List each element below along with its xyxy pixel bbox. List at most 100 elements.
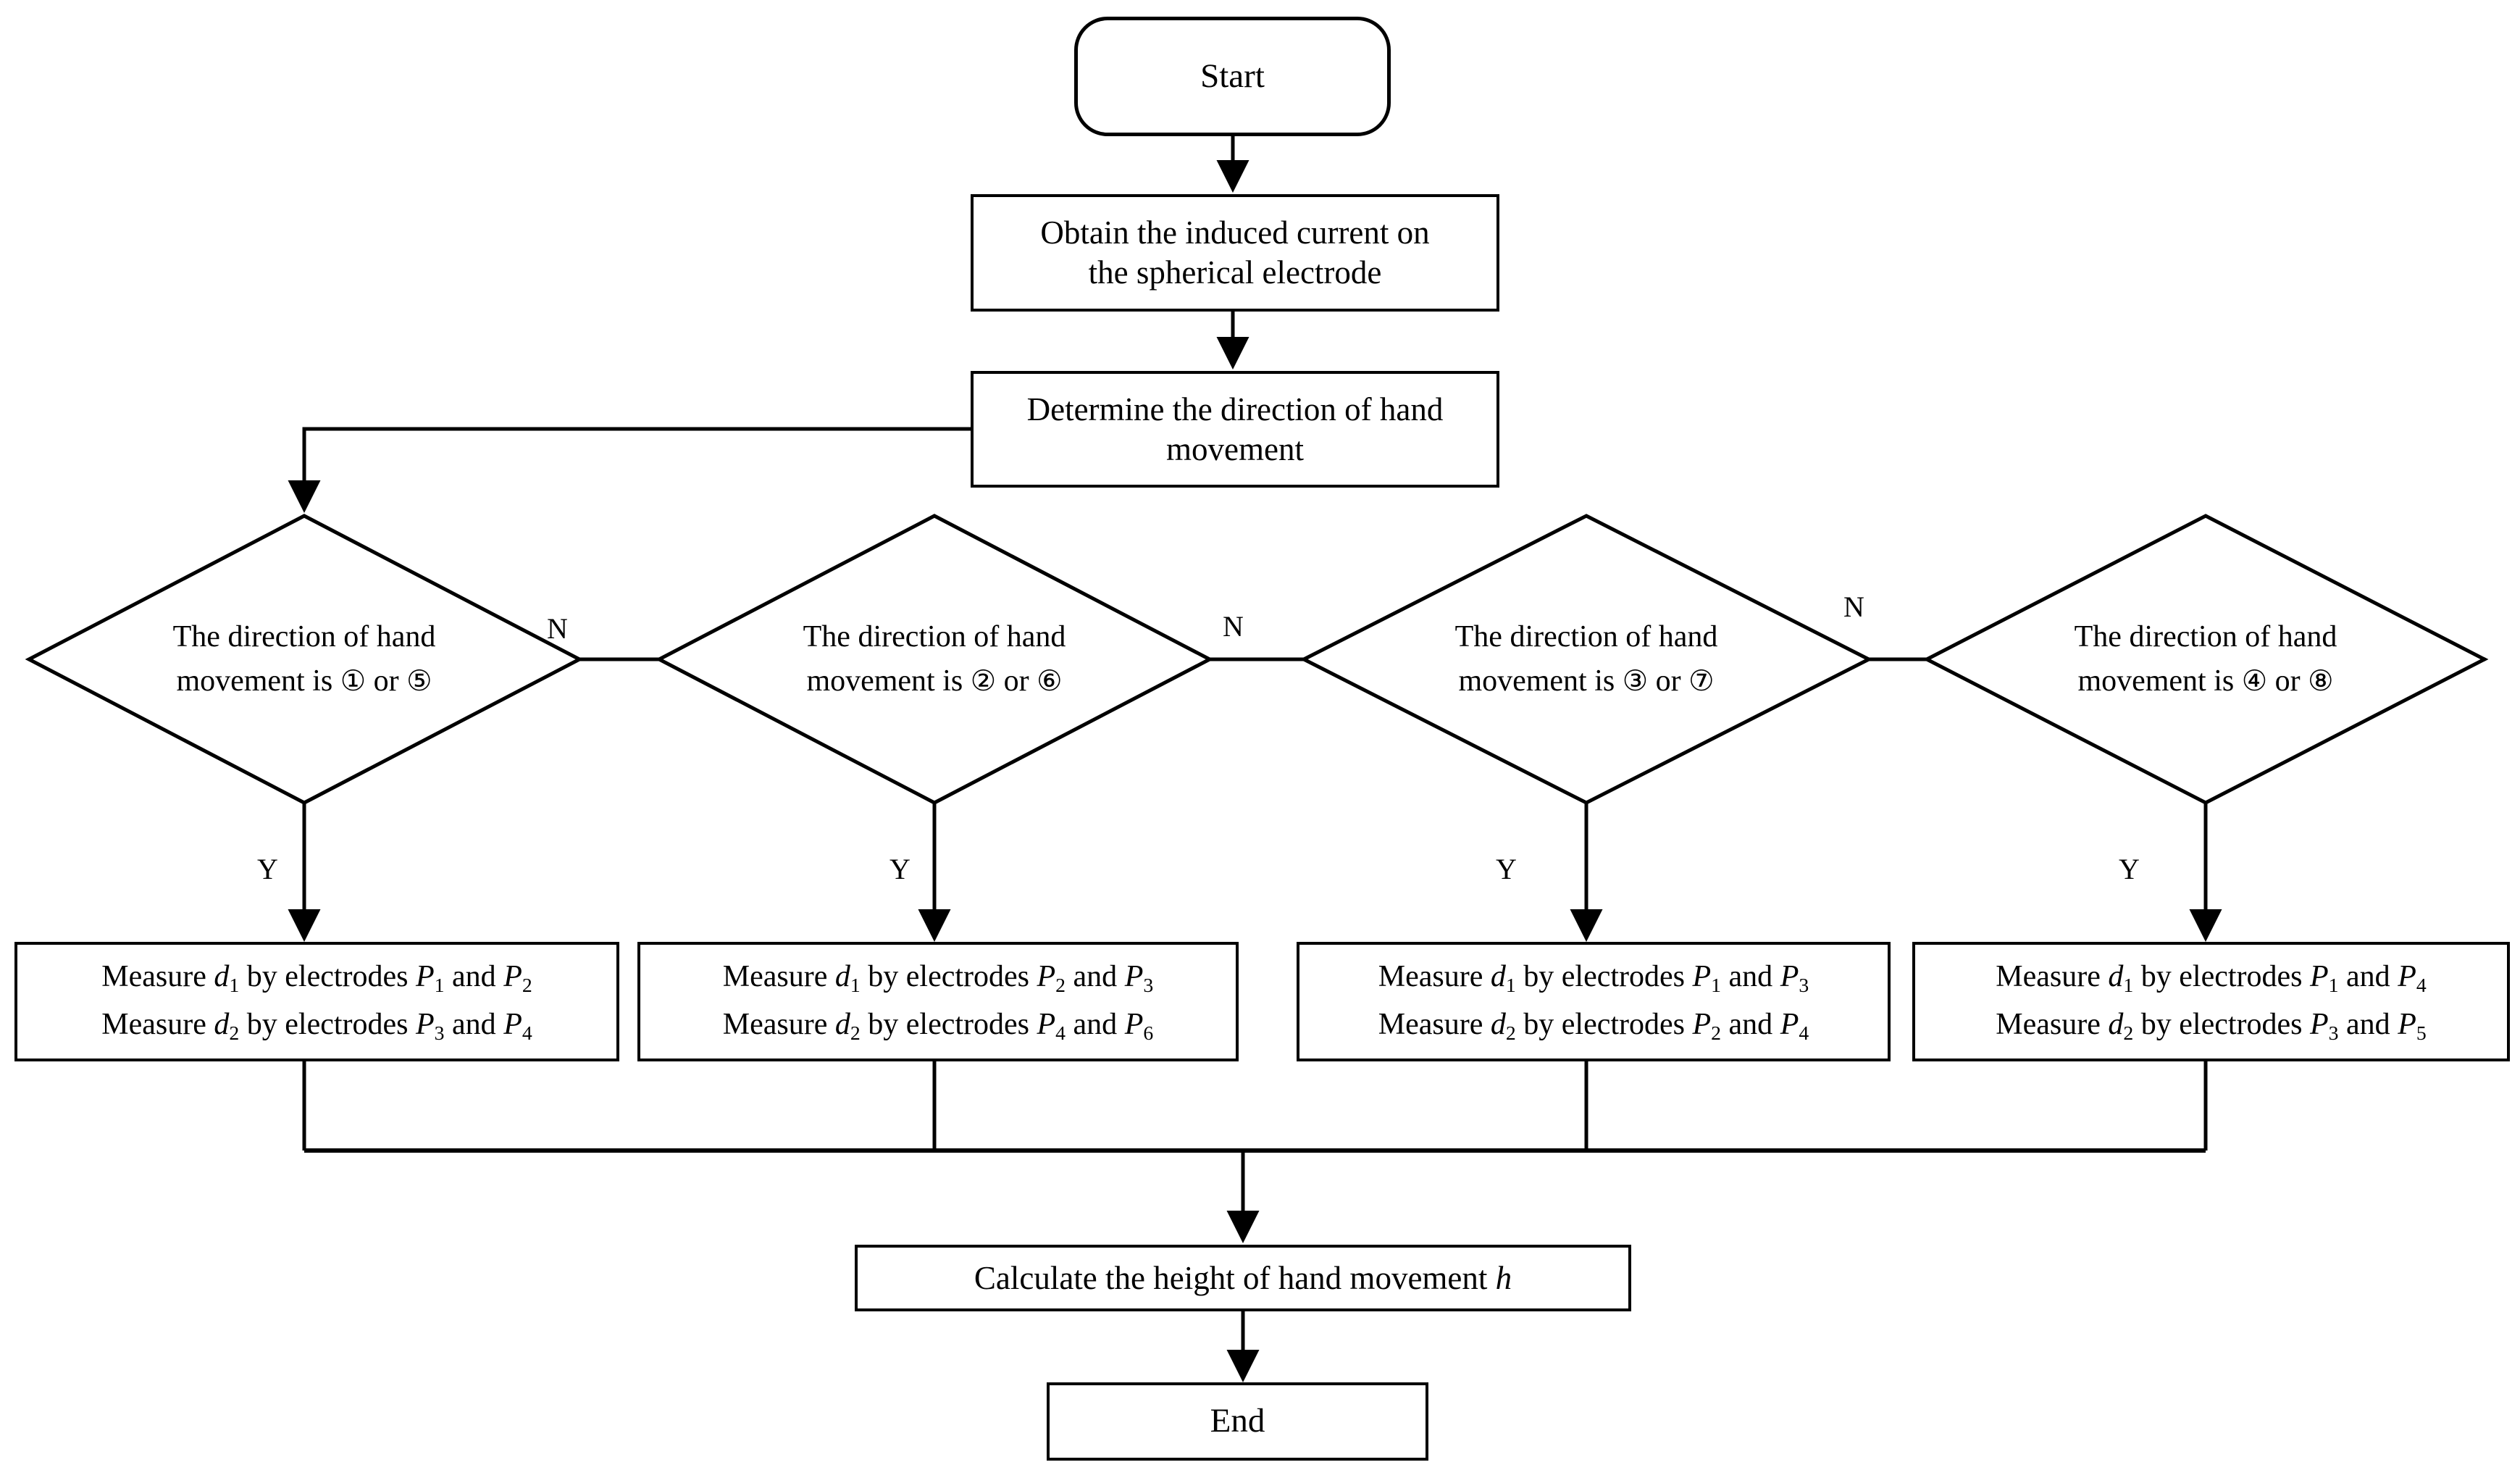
m3l2-e2-sub: 4 [1799, 1021, 1809, 1044]
obtain-current-line1: Obtain the induced current on [1040, 214, 1430, 251]
decision-shape-2 [655, 514, 1214, 805]
measure-box-2[interactable]: Measure d1 by electrodes P2 and P3 Measu… [637, 942, 1239, 1061]
m1l2-var-sub: 2 [229, 1021, 240, 1044]
m4l2-var: d [2108, 1007, 2124, 1041]
m1l1-e2-sub: 2 [522, 973, 532, 996]
m1l2-prefix: Measure [101, 1007, 214, 1041]
m3l2-var-sub: 2 [1505, 1021, 1516, 1044]
m1l1-e1-sub: 1 [434, 973, 445, 996]
measure-1-line-1: Measure d1 by electrodes P1 and P2 [101, 959, 532, 998]
measure-box-1[interactable]: Measure d1 by electrodes P1 and P2 Measu… [14, 942, 619, 1061]
measure-box-4[interactable]: Measure d1 by electrodes P1 and P4 Measu… [1912, 942, 2510, 1061]
m1l2-and: and [444, 1007, 504, 1041]
m4l1-prefix: Measure [1996, 959, 2109, 993]
m1l2-mid: by electrodes [239, 1007, 416, 1041]
m3l1-var: d [1490, 959, 1506, 993]
measure-2-line-1: Measure d1 by electrodes P2 and P3 [723, 959, 1153, 998]
m3l2-and: and [1721, 1007, 1780, 1041]
m2l1-e2: P [1124, 959, 1144, 993]
measure-3-line-1: Measure d1 by electrodes P1 and P3 [1378, 959, 1809, 998]
m3l1-e2: P [1780, 959, 1799, 993]
m2l2-e1: P [1037, 1007, 1056, 1041]
edge-label-yes-1: Y [257, 853, 278, 885]
m2l1-mid: by electrodes [860, 959, 1037, 993]
measure-box-3[interactable]: Measure d1 by electrodes P1 and P3 Measu… [1297, 942, 1891, 1061]
decision-shape-4 [1922, 514, 2489, 805]
m4l2-e1-sub: 3 [2328, 1021, 2339, 1044]
m4l2-e2: P [2398, 1007, 2416, 1041]
decision-shape-1 [25, 514, 584, 805]
measure-4-line-1: Measure d1 by electrodes P1 and P4 [1996, 959, 2426, 998]
edge-determine-to-d1 [288, 427, 971, 513]
edge-label-no-2: N [1223, 610, 1244, 643]
m2l1-e1: P [1037, 959, 1056, 993]
m4l2-var-sub: 2 [2123, 1021, 2134, 1044]
m4l1-e2-sub: 4 [2416, 973, 2427, 996]
start-label: Start [1200, 57, 1265, 95]
determine-direction-node[interactable]: Determine the direction of hand movement [971, 371, 1499, 488]
m1l1-e2: P [503, 959, 522, 993]
determine-direction-line1: Determine the direction of hand [1026, 391, 1444, 427]
m3l1-mid: by electrodes [1515, 959, 1693, 993]
m3l1-e2-sub: 3 [1799, 973, 1809, 996]
m4l2-e1: P [2310, 1007, 2329, 1041]
m4l1-e1: P [2310, 959, 2329, 993]
calculate-height-variable: h [1495, 1259, 1512, 1296]
end-node[interactable]: End [1047, 1382, 1428, 1461]
m2l2-e2-sub: 6 [1143, 1021, 1154, 1044]
m2l1-e1-sub: 2 [1055, 973, 1066, 996]
m2l2-var: d [834, 1007, 850, 1041]
m2l1-var-sub: 1 [850, 973, 861, 996]
measure-3-line-2: Measure d2 by electrodes P2 and P4 [1378, 1006, 1809, 1045]
m2l2-and: and [1066, 1007, 1125, 1041]
m4l1-var-sub: 1 [2123, 973, 2134, 996]
m1l1-and: and [444, 959, 504, 993]
measure-4-line-2: Measure d2 by electrodes P3 and P5 [1996, 1006, 2426, 1045]
m3l2-prefix: Measure [1378, 1007, 1491, 1041]
decision-shape-3 [1299, 514, 1873, 805]
m1l1-var: d [214, 959, 230, 993]
calculate-height-label: Calculate the height of hand movement h [974, 1259, 1512, 1296]
edge-label-no-3: N [1843, 590, 1864, 623]
m1l2-var: d [214, 1007, 230, 1041]
m4l2-prefix: Measure [1996, 1007, 2109, 1041]
m1l2-e1-sub: 3 [434, 1021, 445, 1044]
m2l2-mid: by electrodes [860, 1007, 1037, 1041]
m4l1-var: d [2108, 959, 2124, 993]
edge-label-yes-2: Y [889, 853, 911, 885]
m1l1-mid: by electrodes [239, 959, 416, 993]
end-label: End [1210, 1402, 1265, 1440]
edge-label-no-1: N [547, 612, 568, 645]
edge-label-yes-3: Y [1496, 853, 1517, 885]
m2l2-e2: P [1124, 1007, 1144, 1041]
obtain-current-line2: the spherical electrode [1088, 254, 1382, 291]
m3l1-e1-sub: 1 [1711, 973, 1722, 996]
m4l1-e2: P [2398, 959, 2416, 993]
edge-label-yes-4: Y [2119, 853, 2140, 885]
m1l1-e1: P [416, 959, 435, 993]
obtain-current-label: Obtain the induced current on the spheri… [1033, 213, 1436, 293]
m2l2-prefix: Measure [722, 1007, 835, 1041]
m2l1-prefix: Measure [722, 959, 835, 993]
decision-outlines [25, 514, 2489, 805]
obtain-current-node[interactable]: Obtain the induced current on the spheri… [971, 194, 1499, 312]
m3l1-prefix: Measure [1378, 959, 1491, 993]
calculate-height-node[interactable]: Calculate the height of hand movement h [855, 1245, 1631, 1311]
m2l2-e1-sub: 4 [1055, 1021, 1066, 1044]
measure-1-line-2: Measure d2 by electrodes P3 and P4 [101, 1006, 532, 1045]
m4l1-and: and [2338, 959, 2398, 993]
m3l1-e1: P [1692, 959, 1712, 993]
measure-2-line-2: Measure d2 by electrodes P4 and P6 [723, 1006, 1153, 1045]
m4l1-mid: by electrodes [2133, 959, 2311, 993]
m4l2-e2-sub: 5 [2416, 1021, 2427, 1044]
m2l1-and: and [1066, 959, 1125, 993]
start-node[interactable]: Start [1074, 17, 1391, 136]
m4l1-e1-sub: 1 [2328, 973, 2339, 996]
m3l2-e1: P [1692, 1007, 1712, 1041]
m2l1-var: d [834, 959, 850, 993]
m3l2-e2: P [1780, 1007, 1799, 1041]
m3l2-mid: by electrodes [1515, 1007, 1693, 1041]
m4l2-and: and [2338, 1007, 2398, 1041]
